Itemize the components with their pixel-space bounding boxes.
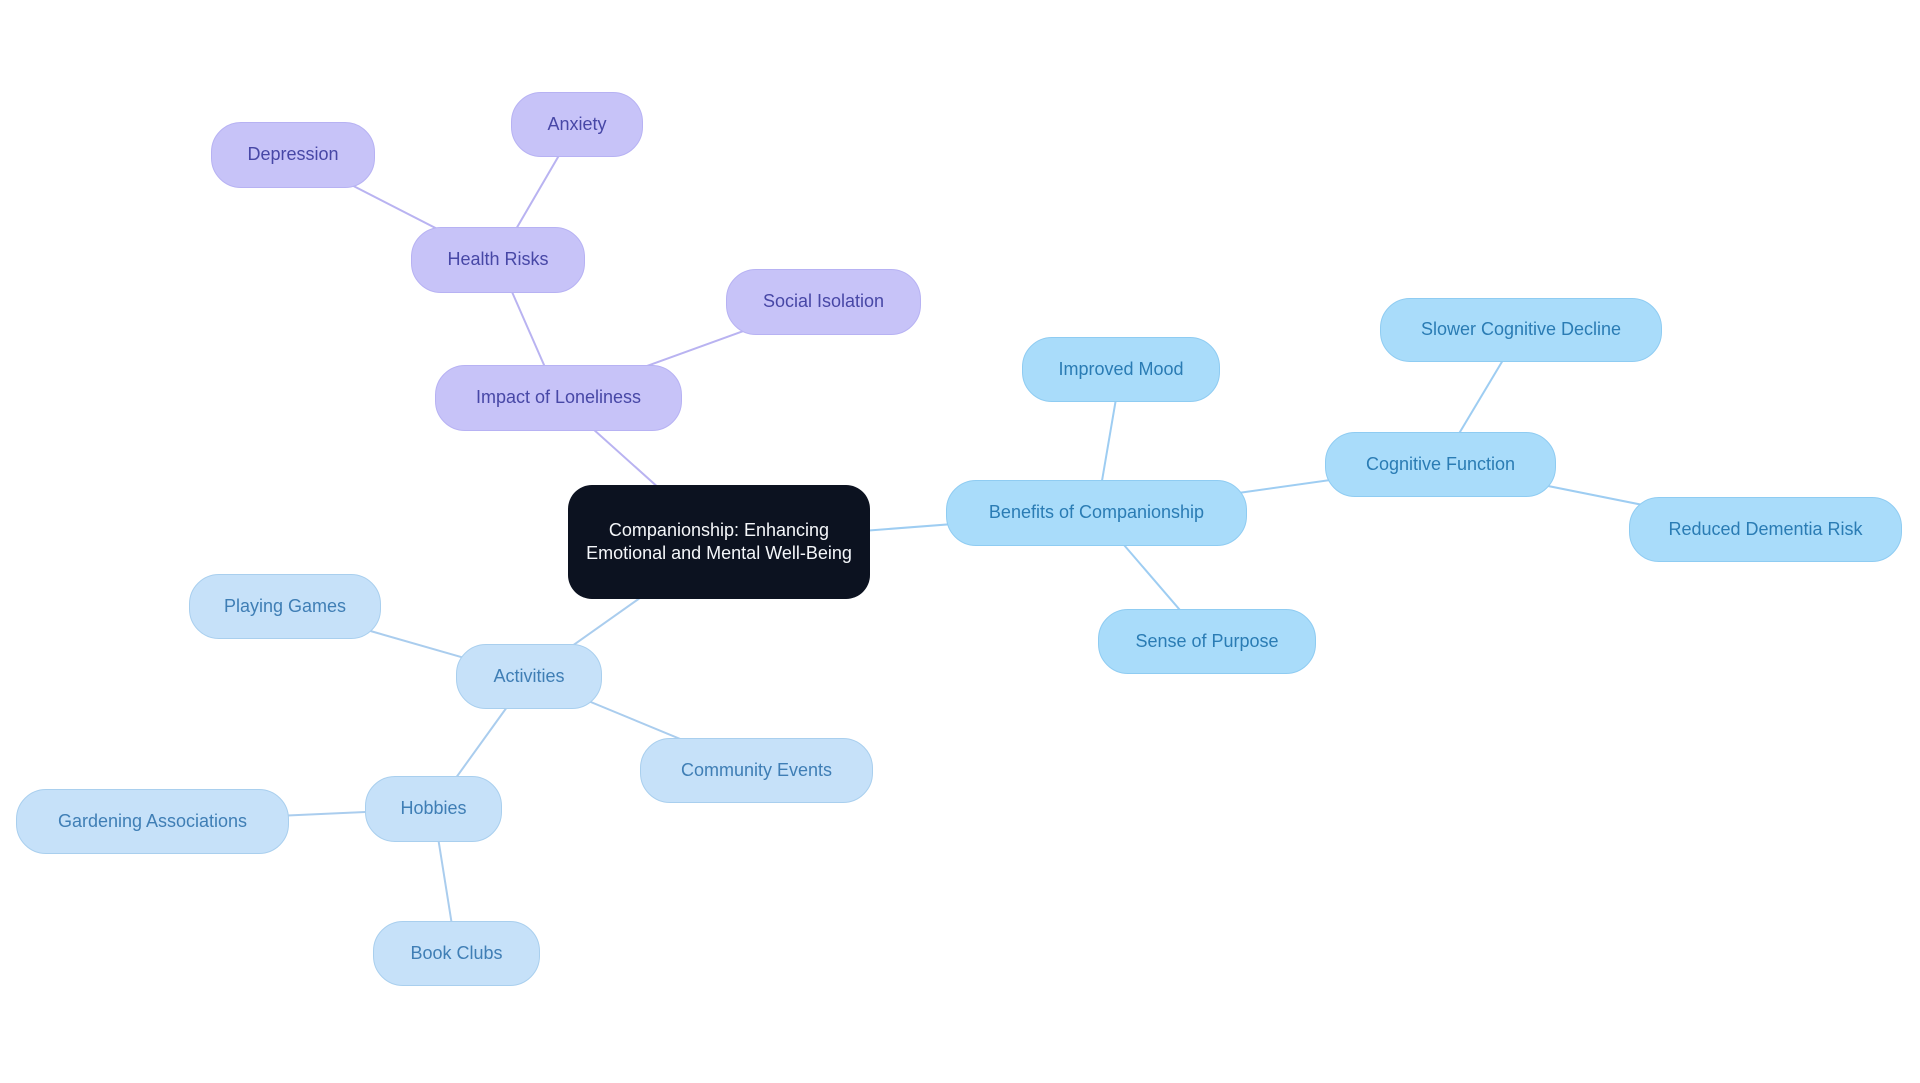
node-label: Activities	[493, 665, 565, 686]
node-label: Anxiety	[547, 113, 607, 134]
node-impact-of-loneliness[interactable]: Impact of Loneliness	[435, 365, 682, 431]
node-reduced-dementia-risk[interactable]: Reduced Dementia Risk	[1629, 497, 1902, 562]
node-hobbies[interactable]: Hobbies	[365, 776, 502, 842]
node-label: Slower Cognitive Decline	[1420, 319, 1622, 340]
node-community-events[interactable]: Community Events	[640, 738, 873, 803]
node-label: Impact of Loneliness	[475, 387, 642, 408]
node-improved-mood[interactable]: Improved Mood	[1022, 337, 1220, 402]
node-label: Gardening Associations	[57, 810, 248, 831]
node-label: Sense of Purpose	[1135, 630, 1279, 651]
node-activities[interactable]: Activities	[456, 644, 602, 709]
node-label: Book Clubs	[410, 942, 503, 963]
node-label: Health Risks	[447, 249, 549, 270]
node-label: Playing Games	[223, 595, 347, 616]
node-playing-games[interactable]: Playing Games	[189, 574, 381, 639]
node-gardening-associations[interactable]: Gardening Associations	[16, 789, 289, 854]
node-central[interactable]: Companionship: Enhancing Emotional and M…	[568, 485, 870, 599]
node-benefits-of-companionship[interactable]: Benefits of Companionship	[946, 480, 1247, 546]
node-health-risks[interactable]: Health Risks	[411, 227, 585, 293]
node-sense-of-purpose[interactable]: Sense of Purpose	[1098, 609, 1316, 674]
node-label: Social Isolation	[762, 291, 885, 312]
node-slower-cognitive-decline[interactable]: Slower Cognitive Decline	[1380, 298, 1662, 362]
node-label: Companionship: Enhancing Emotional and M…	[586, 519, 852, 563]
node-anxiety[interactable]: Anxiety	[511, 92, 643, 157]
node-social-isolation[interactable]: Social Isolation	[726, 269, 921, 335]
node-cognitive-function[interactable]: Cognitive Function	[1325, 432, 1556, 497]
node-label: Cognitive Function	[1365, 453, 1516, 474]
node-book-clubs[interactable]: Book Clubs	[373, 921, 540, 986]
node-label: Hobbies	[400, 798, 467, 819]
node-label: Reduced Dementia Risk	[1668, 518, 1863, 539]
node-label: Improved Mood	[1058, 358, 1184, 379]
node-label: Community Events	[680, 759, 833, 780]
node-label: Benefits of Companionship	[988, 502, 1205, 523]
node-label: Depression	[247, 144, 339, 165]
node-depression[interactable]: Depression	[211, 122, 375, 188]
